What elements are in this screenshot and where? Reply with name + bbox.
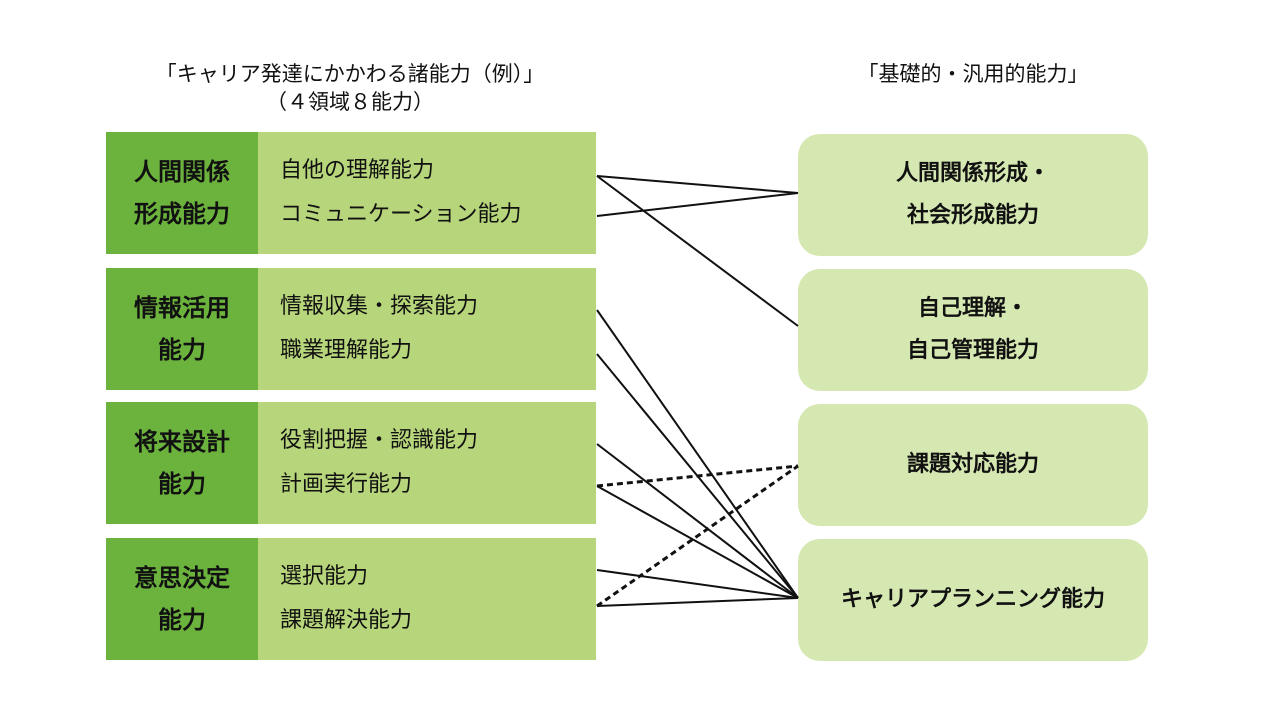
connector-line [596,175,799,327]
left-heading-subtitle: （４領域８能力） [266,90,434,114]
domain-name: 意思決定 能力 [106,538,258,660]
skill-label: 役割把握・認識能力 [280,428,479,453]
basic-ability-self-management: 自己理解・ 自己管理能力 [798,269,1148,391]
domain-row-future-design: 将来設計 能力 役割把握・認識能力 計画実行能力 [106,402,596,524]
domain-name-line1: 意思決定 [134,564,230,592]
domain-name: 人間関係 形成能力 [106,132,258,254]
connector-line [596,569,799,599]
basic-ability-line1: キャリアプランニング能力 [840,587,1105,612]
basic-ability-line1: 人間関係形成・ [895,161,1050,186]
connector-line [596,192,799,217]
basic-ability-line2: 自己管理能力 [906,338,1039,363]
domain-row-human-relations: 人間関係 形成能力 自他の理解能力 コミュニケーション能力 [106,132,596,254]
connector-line [596,597,799,607]
domain-row-information: 情報活用 能力 情報収集・探索能力 職業理解能力 [106,268,596,390]
skill-label: 情報収集・探索能力 [280,294,479,319]
domain-name-line2: 形成能力 [134,200,230,228]
skill-label: 選択能力 [280,564,369,589]
domain-name-line2: 能力 [158,336,206,364]
domain-name-line2: 能力 [158,606,206,634]
basic-ability-line2: 社会形成能力 [906,203,1039,228]
skill-label: 職業理解能力 [280,338,413,363]
connector-line [596,175,799,194]
basic-ability-line1: 課題対応能力 [906,452,1039,477]
domain-skills: 役割把握・認識能力 計画実行能力 [258,402,596,524]
right-heading: 「基礎的・汎用的能力」 [857,62,1089,86]
left-heading: 「キャリア発達にかかわる諸能力（例）」 （４領域８能力） [100,60,600,116]
connector-line [596,443,799,599]
domain-skills: 情報収集・探索能力 職業理解能力 [258,268,596,390]
skill-label: 自他の理解能力 [280,158,435,183]
connector-line [596,309,799,599]
skill-label: コミュニケーション能力 [280,202,522,227]
left-heading-title: 「キャリア発達にかかわる諸能力（例）」 [155,62,545,86]
domain-name-line1: 人間関係 [134,158,230,186]
domain-skills: 選択能力 課題解決能力 [258,538,596,660]
domain-name-line2: 能力 [158,470,206,498]
domain-name-line1: 将来設計 [134,428,230,456]
skill-label: 計画実行能力 [280,472,413,497]
basic-ability-task-handling: 課題対応能力 [798,404,1148,526]
dashed-connector-line [596,464,799,608]
domain-skills: 自他の理解能力 コミュニケーション能力 [258,132,596,254]
basic-ability-career-planning: キャリアプランニング能力 [798,539,1148,661]
domain-name: 情報活用 能力 [106,268,258,390]
basic-ability-human-relations-society: 人間関係形成・ 社会形成能力 [798,134,1148,256]
dashed-connector-line [596,464,799,488]
skill-label: 課題解決能力 [280,608,413,633]
connector-line [596,485,799,599]
basic-ability-line1: 自己理解・ [917,296,1028,321]
domain-name: 将来設計 能力 [106,402,258,524]
domain-name-line1: 情報活用 [134,294,230,322]
domain-row-decision-making: 意思決定 能力 選択能力 課題解決能力 [106,538,596,660]
